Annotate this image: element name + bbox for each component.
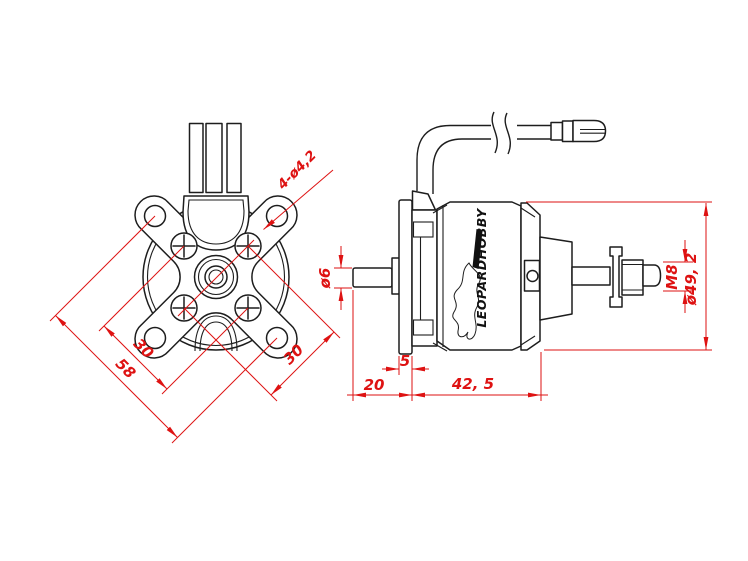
wire-connector [550,119,607,143]
dim-plate-thickness: 5 [400,352,410,370]
bearing-boss [539,236,573,321]
prop-washer [609,246,623,308]
dim-shaft-diameter: ø6 [316,268,334,290]
rear-shaft [571,266,611,286]
bearing-hub [193,254,239,300]
motor-wire [411,111,607,211]
dim-thread-size: M8 [663,264,681,289]
dim-body-diameter: ø49, 2 [682,253,700,307]
front-view-drawing: 4-ø4,2 30 58 30 [49,122,341,444]
dim-front-length: 20 [364,376,385,394]
wire-dome [182,195,250,251]
front-shaft [352,267,393,288]
mount-hole [265,204,289,228]
threaded-tip [642,264,662,287]
side-view-drawing: LEOPARDHOBBY ø6 [316,111,712,401]
leopard-logo: LEOPARDHOBBY [452,207,489,340]
rear-plate [520,202,541,351]
wire-prongs [188,122,242,194]
mount-plate [398,199,413,355]
dim-bolt-diagonal: 58 [112,355,139,382]
brand-text: LEOPARDHOBBY [474,207,489,328]
prop-nut [621,259,644,296]
mount-block [411,209,438,347]
dim-body-length: 42, 5 [451,375,494,393]
set-screw [526,269,539,283]
side-view-dimensions: ø6 5 20 42, 5 M8 ø [316,201,712,401]
